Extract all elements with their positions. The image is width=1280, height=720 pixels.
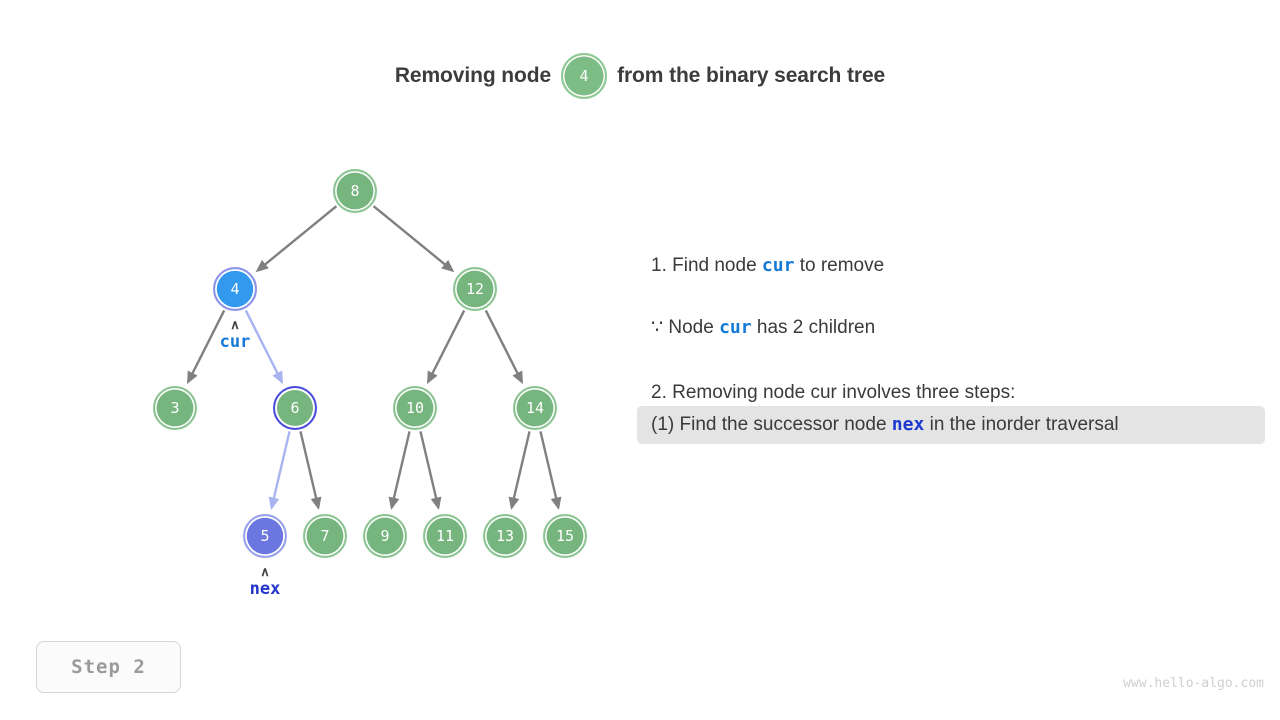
info-line-4-post: in the inorder traversal — [924, 414, 1119, 435]
tree-node-6[interactable]: 6 — [273, 386, 317, 430]
pointer-label-cur: ∧cur — [220, 318, 251, 351]
tree-edges-layer — [186, 205, 562, 510]
info-line-4-code: nex — [891, 414, 925, 435]
caret-up-icon: ∧ — [260, 564, 270, 579]
title-prefix: Removing node — [394, 64, 552, 87]
info-line-1-post: to remove — [794, 255, 885, 276]
info-line-1: 1. Find node cur to remove — [637, 256, 884, 275]
site-watermark: www.hello-algo.com — [1123, 676, 1264, 691]
tree-node-3[interactable]: 3 — [153, 386, 197, 430]
info-line-2: ∵ Node cur has 2 children — [637, 318, 875, 337]
pointer-label-nex: ∧nex — [250, 565, 281, 598]
info-line-4-highlighted: (1) Find the successor node nex in the i… — [637, 406, 1265, 444]
tree-node-9[interactable]: 9 — [363, 514, 407, 558]
tree-node-8[interactable]: 8 — [333, 169, 377, 213]
info-line-2-pre: ∵ Node — [651, 317, 720, 338]
tree-node-14[interactable]: 14 — [513, 386, 557, 430]
tree-node-15[interactable]: 15 — [543, 514, 587, 558]
tree-edge — [372, 205, 455, 273]
info-line-2-post: has 2 children — [751, 317, 876, 338]
pointer-name-cur: cur — [219, 332, 251, 352]
tree-node-7[interactable]: 7 — [303, 514, 347, 558]
step-badge: Step 2 — [36, 641, 181, 693]
tree-edge — [268, 431, 291, 510]
tree-edge — [508, 431, 531, 510]
tree-node-10[interactable]: 10 — [393, 386, 437, 430]
tree-node-12[interactable]: 12 — [453, 267, 497, 311]
tree-edge — [484, 309, 524, 385]
tree-edge — [299, 431, 322, 510]
tree-edge — [244, 309, 284, 385]
tree-edge — [186, 309, 226, 385]
title-node-badge: 4 — [561, 53, 608, 99]
caret-up-icon: ∧ — [230, 317, 240, 332]
title-suffix: from the binary search tree — [617, 64, 886, 87]
tree-edge — [419, 431, 442, 510]
tree-edge — [388, 431, 411, 510]
page-title: Removing node 4 from the binary search t… — [0, 53, 1280, 99]
info-line-2-code: cur — [719, 317, 752, 338]
tree-edge — [426, 309, 466, 385]
pointer-name-nex: nex — [249, 579, 281, 599]
info-line-1-pre: 1. Find node — [651, 255, 762, 276]
tree-node-13[interactable]: 13 — [483, 514, 527, 558]
info-line-4-pre: (1) Find the successor node — [651, 414, 892, 435]
tree-edge — [539, 431, 562, 510]
tree-node-4[interactable]: 4 — [213, 267, 257, 311]
tree-edge — [255, 205, 338, 273]
info-line-1-code: cur — [761, 255, 795, 276]
tree-node-11[interactable]: 11 — [423, 514, 467, 558]
info-line-3: 2. Removing node cur involves three step… — [651, 382, 1016, 403]
tree-node-5[interactable]: 5 — [243, 514, 287, 558]
